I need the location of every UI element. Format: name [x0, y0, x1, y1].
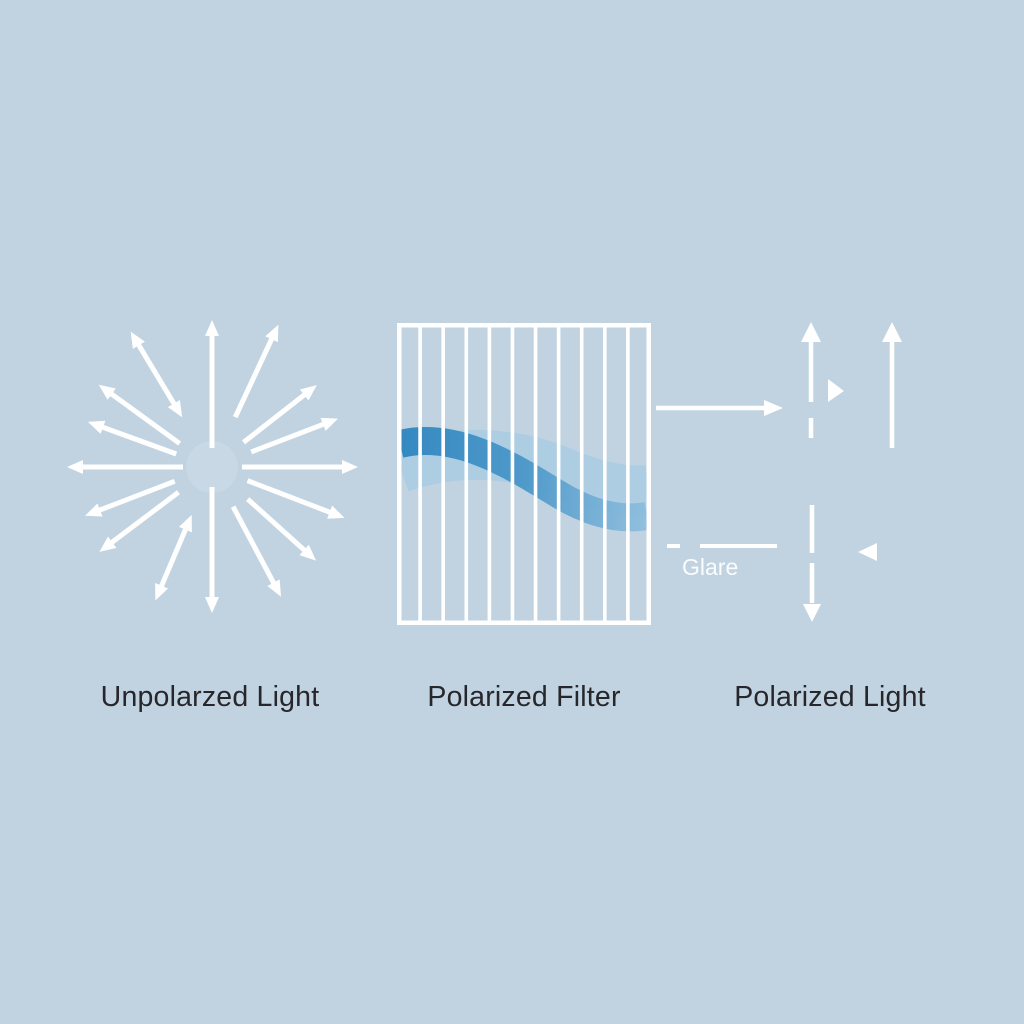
label-polarized-light: Polarized Light: [734, 681, 926, 713]
ray-arrowhead: [320, 417, 339, 431]
ray-shaft: [241, 391, 309, 445]
label-glare: Glare: [682, 554, 739, 580]
polarized-light-output: [656, 322, 902, 622]
ray-shaft: [250, 420, 327, 455]
polarized-up-arrow-arrowhead: [882, 322, 902, 342]
polarized-down-arrow-arrowhead: [803, 604, 821, 622]
ray-inner-arrowhead: [167, 399, 183, 418]
ray-shaft: [232, 335, 276, 419]
ray-arrowhead: [67, 460, 83, 474]
label-polarized-filter: Polarized Filter: [427, 681, 621, 713]
light-wave: [400, 427, 647, 532]
ray-arrowhead: [205, 320, 219, 336]
ray-shaft: [246, 478, 334, 516]
polarizing-filter: [397, 323, 651, 625]
polarized-up-arrow-broken-arrowhead: [801, 322, 821, 342]
ray-arrowhead: [299, 544, 317, 561]
ray-shaft: [230, 505, 278, 587]
stray-right-arrowhead: [828, 379, 844, 402]
ray-arrowhead: [267, 579, 282, 597]
ray-shaft: [245, 497, 309, 554]
unpolarized-light-starburst: [67, 320, 358, 613]
ray-inner-arrowhead: [178, 514, 192, 533]
ray-shaft: [108, 490, 180, 547]
ray-arrowhead: [299, 385, 317, 401]
ray-arrowhead: [85, 503, 103, 517]
stray-left-arrowhead: [858, 543, 877, 561]
ray-arrowhead: [155, 583, 169, 601]
ray-shaft: [158, 528, 188, 590]
ray-arrowhead: [342, 460, 358, 474]
ray-shaft: [107, 390, 182, 446]
ray-arrowhead: [265, 324, 279, 343]
ray-arrowhead: [130, 331, 145, 349]
ray-shaft: [135, 341, 177, 405]
ray-arrowhead: [327, 505, 345, 519]
wave-dark-band: [400, 427, 647, 532]
filter-frame: [397, 323, 651, 625]
ray-arrowhead: [87, 420, 106, 434]
ray-arrowhead: [98, 384, 116, 400]
transmitted-ray-arrowhead: [764, 400, 783, 416]
starburst-center-glow: [186, 441, 238, 493]
label-unpolarized-light: Unpolarzed Light: [100, 681, 320, 713]
filter-slats: [418, 327, 630, 621]
ray-shaft: [99, 423, 178, 457]
ray-shaft: [96, 479, 176, 514]
ray-arrowhead: [205, 597, 219, 613]
ray-arrowhead: [99, 536, 117, 552]
